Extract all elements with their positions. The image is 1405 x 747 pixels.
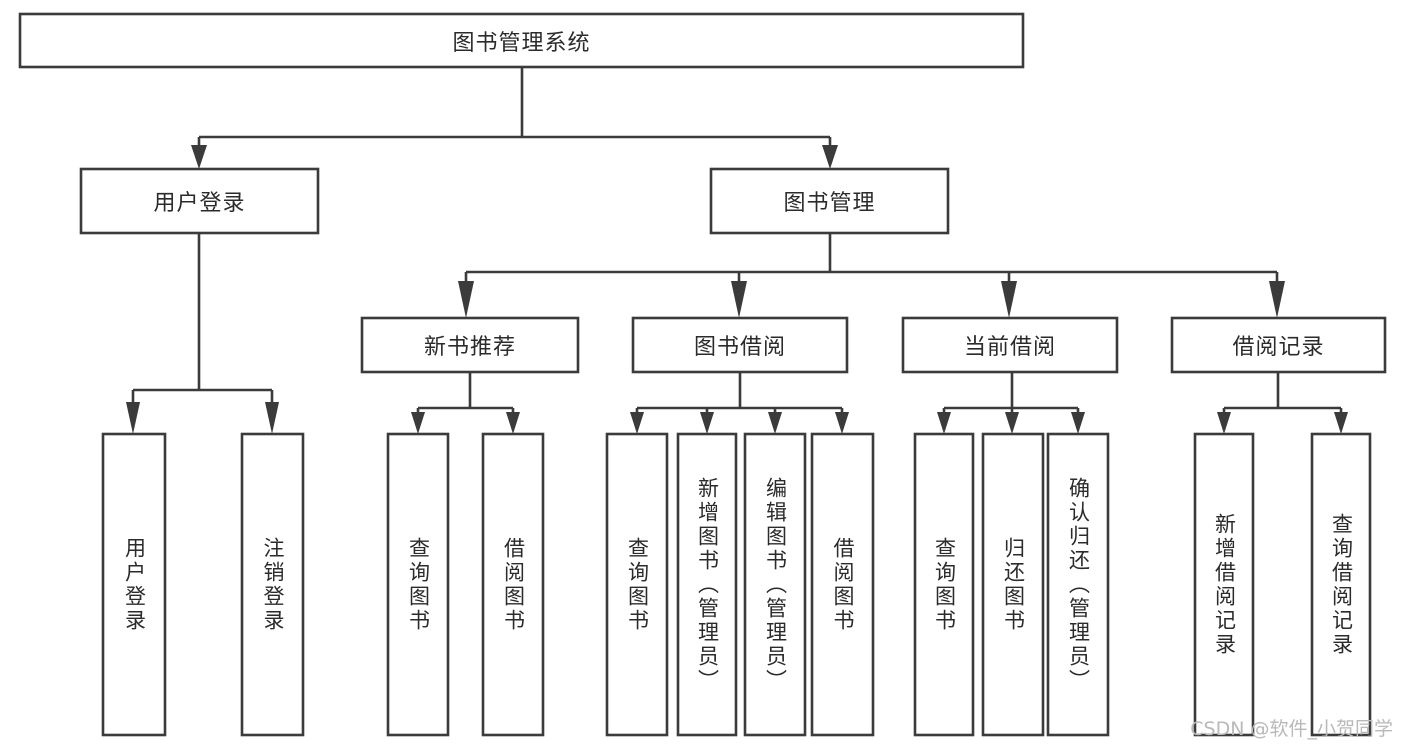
arrowhead-leaf-query-book-borrow <box>630 412 644 434</box>
node-box-root[interactable] <box>18 12 1025 69</box>
node-box-leaf-query-book-recommend[interactable] <box>386 432 450 737</box>
arrowhead-leaf-user-login <box>126 402 140 434</box>
arrowhead-leaf-query-book-current <box>937 412 951 434</box>
arrowhead-leaf-add-book-admin <box>700 412 714 434</box>
node-box-leaf-query-borrow-record[interactable] <box>1310 432 1372 737</box>
node-box-leaf-user-logout[interactable] <box>240 432 305 737</box>
node-box-leaf-add-book-admin[interactable] <box>676 432 738 737</box>
arrowhead-leaf-borrow-book <box>835 412 849 434</box>
arrowhead-borrow-record <box>1269 281 1285 318</box>
arrowhead-leaf-user-logout <box>265 402 279 434</box>
arrowhead-book-borrow <box>731 281 747 318</box>
arrowhead-new-book-recommend <box>458 281 474 318</box>
arrowhead-book-management <box>822 145 838 169</box>
arrowhead-current-borrow <box>1001 281 1017 318</box>
arrowhead-user-login <box>191 145 207 169</box>
node-box-leaf-confirm-return-admin[interactable] <box>1046 432 1110 737</box>
arrowhead-leaf-borrow-book-recommend <box>506 412 520 434</box>
node-box-leaf-query-book-current[interactable] <box>913 432 975 737</box>
node-box-leaf-add-borrow-record[interactable] <box>1193 432 1255 737</box>
node-box-leaf-borrow-book-recommend[interactable] <box>481 432 545 737</box>
node-box-new-book-recommend[interactable] <box>360 316 580 374</box>
node-box-user-login[interactable] <box>79 167 320 235</box>
node-box-leaf-query-book-borrow[interactable] <box>605 432 669 737</box>
node-box-book-management[interactable] <box>709 167 950 235</box>
node-box-leaf-borrow-book[interactable] <box>810 432 875 737</box>
arrowhead-leaf-edit-book-admin <box>768 412 782 434</box>
node-box-book-borrow[interactable] <box>631 316 849 374</box>
node-box-borrow-record[interactable] <box>1170 316 1387 374</box>
node-box-leaf-return-book[interactable] <box>981 432 1045 737</box>
node-box-leaf-user-login[interactable] <box>101 432 167 737</box>
arrowhead-leaf-return-book <box>1005 412 1019 434</box>
arrowhead-leaf-query-borrow-record <box>1334 412 1348 434</box>
node-box-leaf-edit-book-admin[interactable] <box>743 432 807 737</box>
watermark-text: CSDN @软件_小贺同学 <box>1190 718 1393 740</box>
node-box-current-borrow[interactable] <box>901 316 1119 374</box>
arrowhead-leaf-confirm-return-admin <box>1071 412 1085 434</box>
arrowhead-leaf-add-borrow-record <box>1217 412 1231 434</box>
arrowhead-leaf-query-book-recommend <box>411 412 425 434</box>
